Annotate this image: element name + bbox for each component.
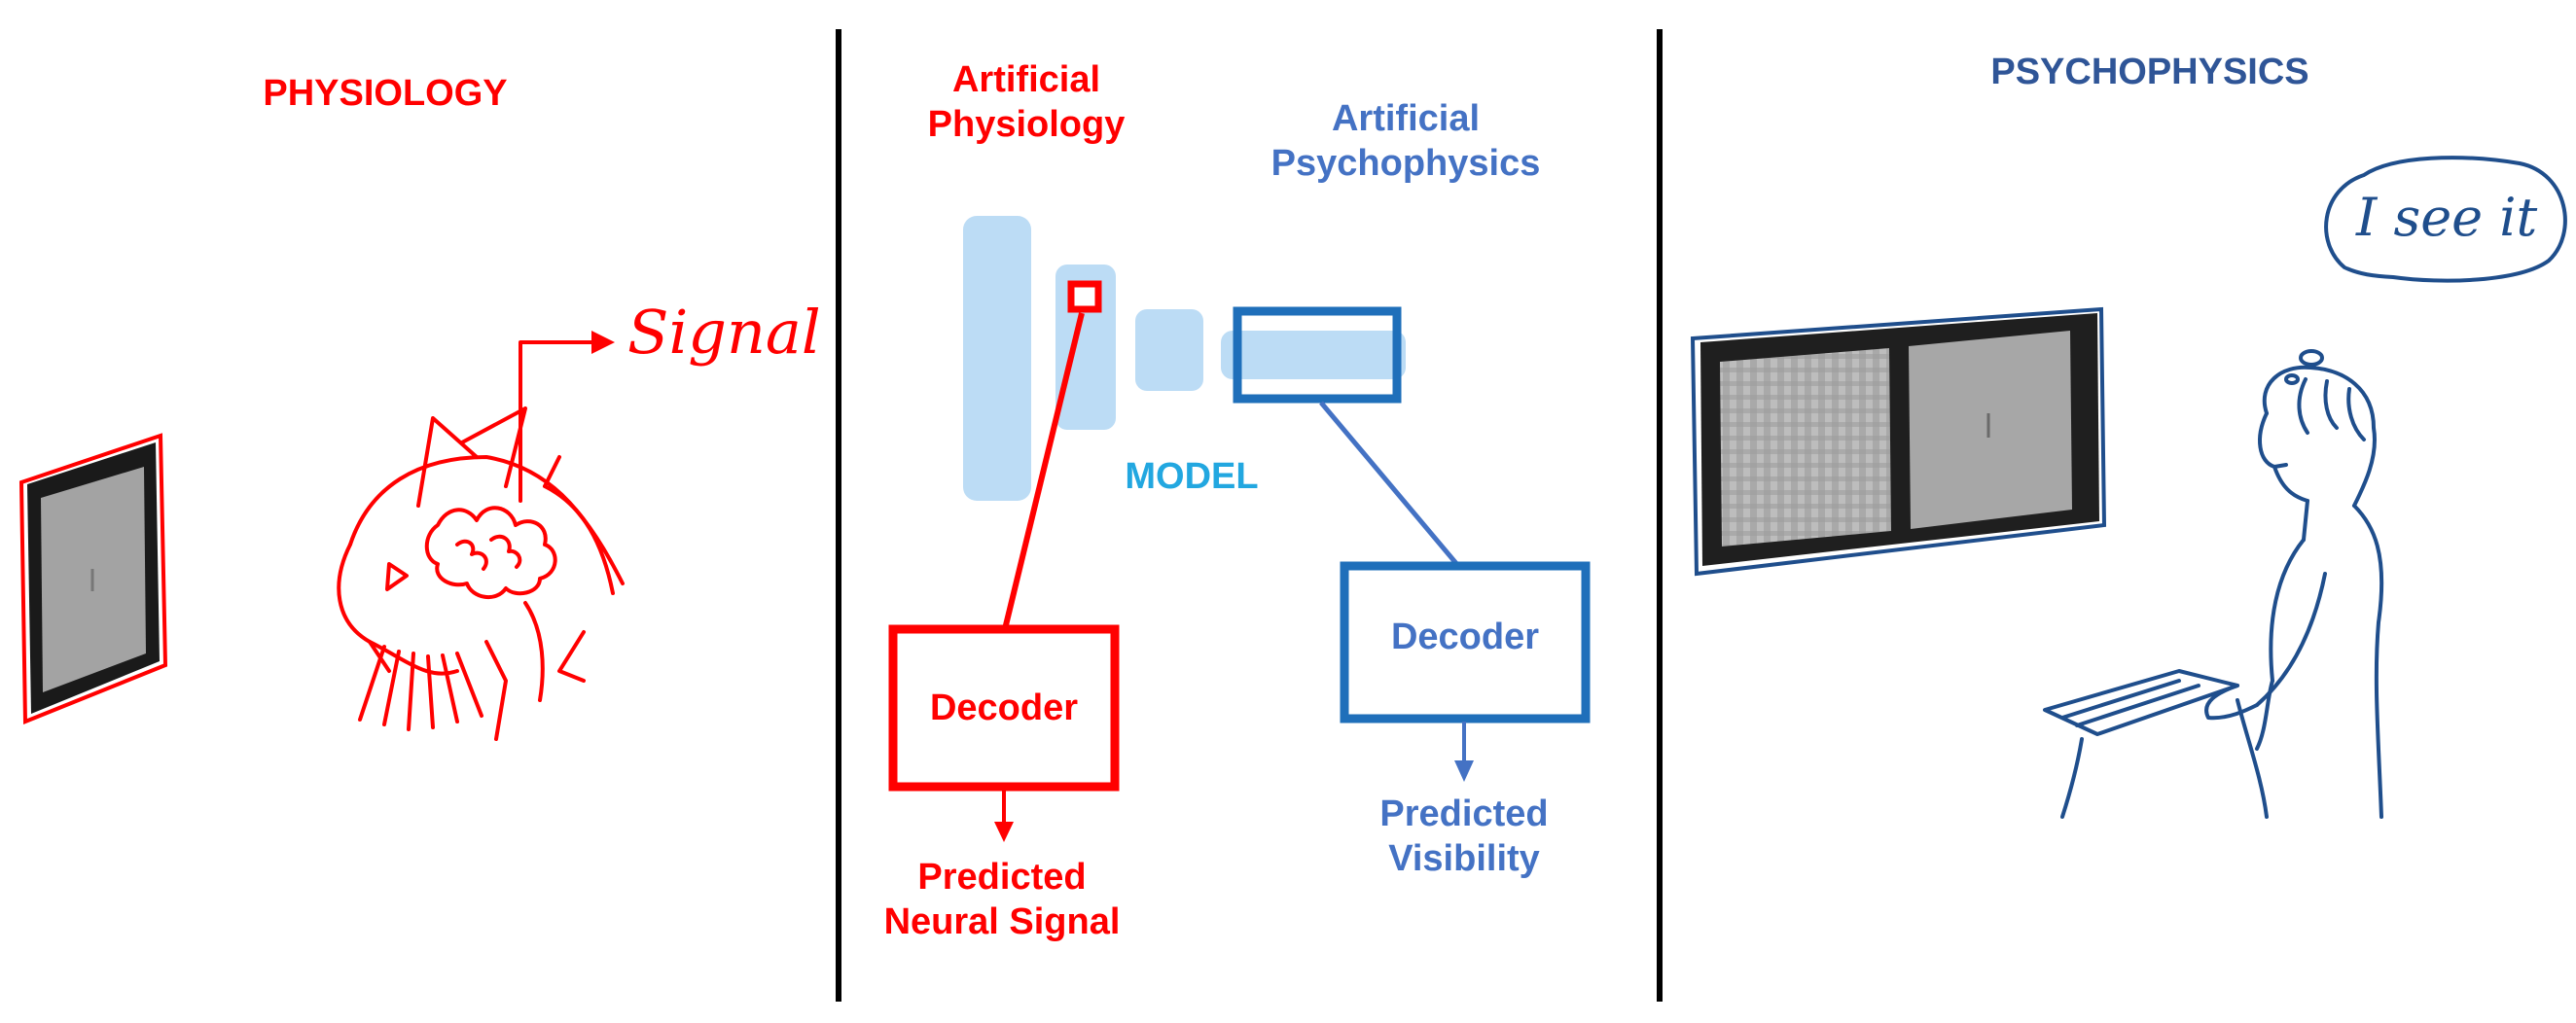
predicted-neural-signal-line-2: Neural Signal [883,900,1121,942]
predicted-visibility-label: Predicted Visibility [1342,793,1586,881]
predicted-visibility-line-1: Predicted [1379,794,1549,834]
artificial-physiology-line-1: Artificial [951,59,1101,100]
readout-region-box [1233,306,1402,404]
probe-connector [1002,312,1085,630]
signal-label: Signal [627,297,821,368]
layer-3 [1135,309,1203,391]
decoder-blue-label: Decoder [1390,617,1540,657]
signal-arrowhead [591,331,615,354]
readout-connector [1319,401,1461,569]
predicted-neural-signal-line-1: Predicted [917,857,1087,898]
artificial-psychophysics-line-1: Artificial [1331,98,1481,139]
thought-bubble [2284,156,2567,385]
cat-sketch [337,340,625,741]
predicted-neural-signal-label: Predicted Neural Signal [856,856,1148,944]
decoder-red-box [888,624,1120,792]
artificial-physiology-label: Artificial Physiology [905,58,1148,147]
decoder-blue-box [1340,561,1591,723]
psychophysics-title: PSYCHOPHYSICS [1990,52,2309,92]
artificial-physiology-line-2: Physiology [927,103,1126,145]
layer-4 [1221,331,1406,379]
physiology-title: PHYSIOLOGY [263,73,508,114]
monitor-psychophysics [1690,306,2107,577]
neuron-probe [1067,280,1102,313]
monitor-physiology [18,433,168,724]
decoder-blue-arrowhead [1454,760,1474,782]
thought-bubble-text: I see it [2356,187,2538,248]
artificial-psychophysics-label: Artificial Psychophysics [1255,97,1556,186]
decoder-red-arrowhead [994,822,1014,842]
person-sketch [2043,365,2384,819]
artificial-psychophysics-line-2: Psychophysics [1270,142,1541,184]
stimulus-cluttered [1720,348,1891,547]
model-label: MODEL [1125,456,1259,497]
stimulus-plain [1909,331,2072,529]
network-layers [963,216,1406,501]
decoder-red-label: Decoder [929,688,1079,728]
layer-1 [963,216,1031,501]
predicted-visibility-line-2: Visibility [1388,837,1540,879]
